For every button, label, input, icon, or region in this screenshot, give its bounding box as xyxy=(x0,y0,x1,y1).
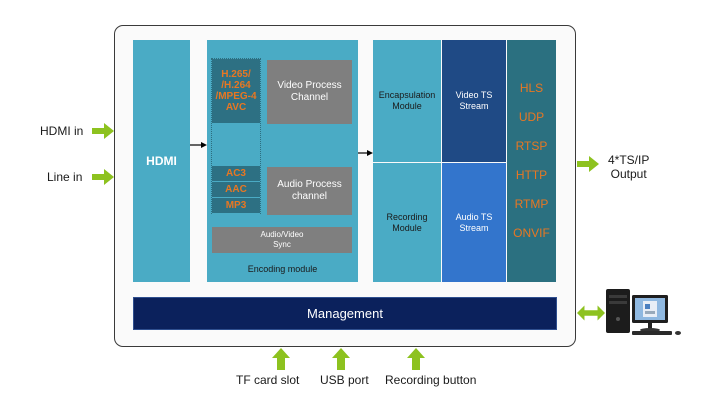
recording-button-label: Recording button xyxy=(385,373,477,387)
protocol-hls: HLS xyxy=(519,81,544,95)
hdmi-in-label: HDMI in xyxy=(40,124,84,138)
output-line: 4*TS/IP xyxy=(608,153,650,167)
audio-process-line: channel xyxy=(291,191,327,202)
av-sync-line: Audio/Video xyxy=(260,230,304,239)
tf-card-slot-label: TF card slot xyxy=(236,373,300,387)
video-ts-stream: Video TS Stream xyxy=(442,40,506,162)
video-codec-line: /H.264 xyxy=(221,80,251,91)
video-codec-line: AVC xyxy=(225,102,247,113)
audio-codec-label: MP3 xyxy=(225,200,247,211)
encoding-module-label: Encoding module xyxy=(247,264,318,274)
protocol-rtmp: RTMP xyxy=(514,197,549,211)
recording-module: Recording Module xyxy=(373,163,441,282)
video-process-line: Video Process xyxy=(277,80,342,91)
audio-ts-stream: Audio TS Stream xyxy=(442,163,506,282)
audio-codec-aac: AAC xyxy=(212,182,260,198)
protocol-onvif: ONVIF xyxy=(513,226,550,240)
management-bar: Management xyxy=(133,297,557,330)
audio-process-line: Audio Process xyxy=(277,179,342,190)
output-line: Output xyxy=(610,167,647,181)
hdmi-in-arrow-icon xyxy=(92,123,114,139)
audio-ts-line: Audio TS xyxy=(455,211,493,222)
protocol-rtsp: RTSP xyxy=(515,139,548,153)
protocol-http: HTTP xyxy=(515,168,548,182)
encapsulation-line: Encapsulation xyxy=(378,90,436,100)
video-process-channel: Video Process Channel xyxy=(267,60,352,124)
desktop-computer-icon xyxy=(606,289,681,335)
video-ts-line: Stream xyxy=(459,101,489,111)
line-in-label: Line in xyxy=(47,170,83,184)
line-in-arrow-icon xyxy=(92,169,114,185)
av-sync-box: Audio/Video Sync xyxy=(212,227,352,253)
recording-button-arrow-icon xyxy=(407,348,425,370)
audio-codec-ac3: AC3 xyxy=(212,166,260,182)
tf-card-arrow-icon xyxy=(272,348,290,370)
flow-arrow-icon xyxy=(358,150,373,156)
hdmi-block: HDMI xyxy=(133,40,190,282)
hdmi-block-label: HDMI xyxy=(146,154,177,168)
audio-codec-label: AC3 xyxy=(225,168,246,179)
management-label: Management xyxy=(307,306,383,321)
flow-arrow-icon xyxy=(190,142,207,148)
video-codec-box: H.265/ /H.264 /MPEG-4 AVC xyxy=(212,59,260,123)
output-label: 4*TS/IP Output xyxy=(608,153,649,181)
bidirectional-arrow-icon xyxy=(577,305,605,321)
video-codec-line: /MPEG-4 xyxy=(215,91,257,102)
usb-port-label: USB port xyxy=(320,373,369,387)
video-process-line: Channel xyxy=(290,92,329,103)
audio-codec-label: AAC xyxy=(225,184,247,195)
av-sync-line: Sync xyxy=(273,240,291,249)
output-arrow-icon xyxy=(577,156,599,172)
encapsulation-module: Encapsulation Module xyxy=(373,40,441,162)
audio-process-channel: Audio Process channel xyxy=(267,167,352,215)
usb-port-arrow-icon xyxy=(332,348,350,370)
protocol-column: HLS UDP RTSP HTTP RTMP ONVIF xyxy=(507,40,556,282)
recording-line: Recording xyxy=(386,211,428,222)
video-codec-line: H.265/ xyxy=(221,69,251,80)
encapsulation-line: Module xyxy=(392,101,422,111)
audio-ts-line: Stream xyxy=(459,222,489,233)
protocol-udp: UDP xyxy=(518,110,545,124)
audio-codec-mp3: MP3 xyxy=(212,198,260,214)
recording-line: Module xyxy=(392,222,422,233)
video-ts-line: Video TS xyxy=(455,90,493,100)
